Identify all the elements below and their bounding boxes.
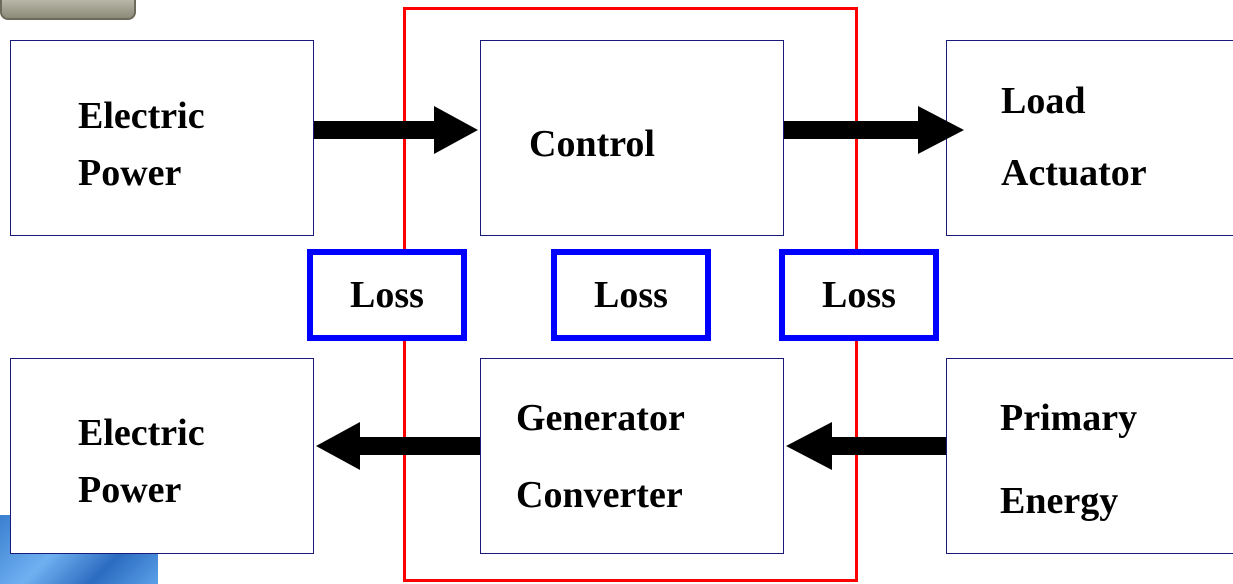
box-label-line-2: Power — [78, 469, 182, 511]
box-label-line-1: Electric — [78, 412, 205, 454]
corner-decoration — [0, 0, 136, 20]
loss-box-left: Loss — [307, 249, 467, 341]
arrow-generator-to-electric-power — [316, 422, 480, 470]
box-label-line-2: Converter — [516, 474, 683, 516]
box-generator-converter: Generator Converter — [480, 358, 784, 554]
box-label-line-1: Electric — [78, 95, 205, 137]
loss-box-center: Loss — [551, 249, 711, 341]
loss-label: Loss — [594, 274, 668, 316]
box-label-line-2: Power — [78, 152, 182, 194]
box-control: Control — [480, 40, 784, 236]
arrow-primary-energy-to-generator — [786, 422, 946, 470]
box-label: Control — [529, 123, 655, 165]
box-label-line-1: Load — [1001, 80, 1086, 122]
loss-label: Loss — [350, 274, 424, 316]
box-label-line-2: Energy — [1000, 480, 1119, 522]
loss-label: Loss — [822, 274, 896, 316]
box-label-line-2: Actuator — [1001, 152, 1147, 194]
box-label-line-1: Primary — [1000, 397, 1138, 439]
arrow-electric-power-to-control — [314, 106, 478, 154]
box-electric-power-output: Electric Power — [10, 358, 314, 554]
box-electric-power-input: Electric Power — [10, 40, 314, 236]
box-primary-energy: Primary Energy — [946, 358, 1233, 554]
box-label-line-1: Generator — [516, 397, 685, 439]
arrow-control-to-load — [784, 106, 964, 154]
box-load-actuator: Load Actuator — [946, 40, 1233, 236]
loss-box-right: Loss — [779, 249, 939, 341]
